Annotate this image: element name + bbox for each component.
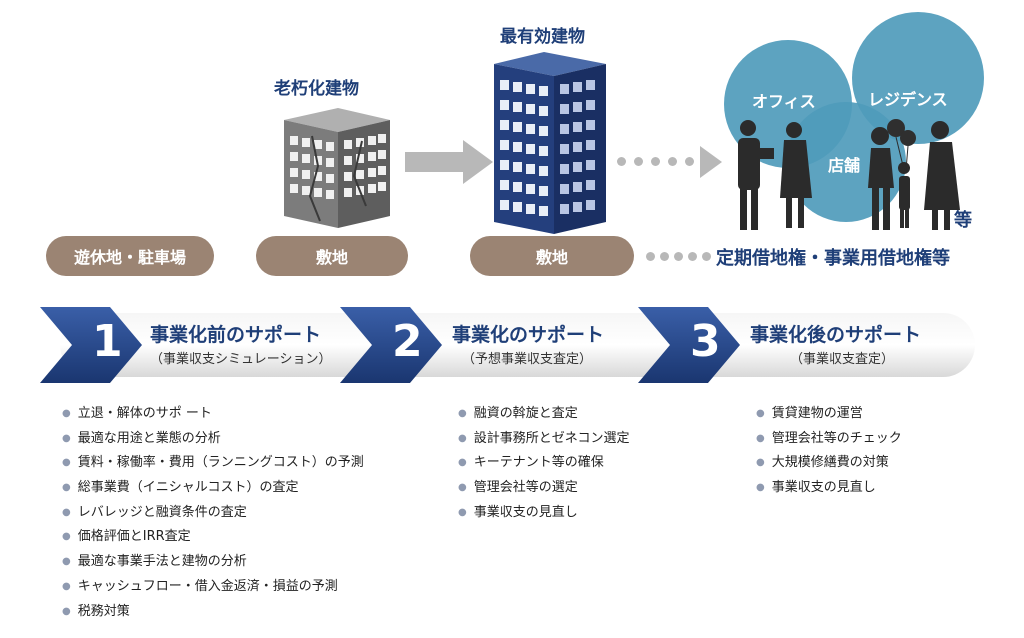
old-building-illustration [284,108,390,228]
vacant-lot-pill: 遊休地・駐車場 [46,236,214,276]
list-item: キャッシュフロー・借入金返済・損益の予測 [62,575,364,600]
list-item: 融資の斡旋と査定 [458,402,629,427]
residence-label: レジデンス [868,90,948,109]
support-list-before: 立退・解体のサポ ート 最適な用途と業態の分析 賃料・稼働率・費用（ランニングコ… [62,402,364,624]
step-1-subtitle: （事業収支シミュレーション） [150,352,332,367]
list-item: 税務対策 [62,600,364,625]
list-item: 管理会社等の選定 [458,476,629,501]
dotted-connector-top [617,157,711,166]
list-item: 大規模修繕費の対策 [756,451,902,476]
step-3-subtitle: （事業収支査定） [790,352,895,367]
office-label: オフィス [752,92,816,111]
list-item: 事業収支の見直し [458,501,629,526]
step-2-title: 事業化のサポート [452,324,605,346]
step-3-number: 3 [690,316,721,367]
site-pill-new: 敷地 [470,236,634,276]
list-item: 最適な事業手法と建物の分析 [62,550,364,575]
lease-label: 定期借地権・事業用借地権等 [716,248,950,269]
list-item: 設計事務所とゼネコン選定 [458,427,630,452]
list-item: 立退・解体のサポ ート [62,402,364,427]
shop-label: 店舗 [828,156,861,175]
step-2-number: 2 [392,316,423,367]
list-item: 賃貸建物の運営 [756,402,902,427]
dotted-connector-bottom [646,252,711,261]
chevron-right-icon [700,146,722,178]
support-list-after: 賃貸建物の運営 管理会社等のチェック 大規模修繕費の対策 事業収支の見直し [756,402,902,501]
right-arrow-icon [405,140,493,184]
list-item: レバレッジと融資条件の査定 [62,501,364,526]
people-silhouettes-illustration [738,119,960,230]
support-list-during: 融資の斡旋と査定 設計事務所とゼネコン選定 キーテナント等の確保 管理会社等の選… [458,402,630,526]
list-item: 管理会社等のチェック [756,427,902,452]
step-1-title: 事業化前のサポート [150,324,322,346]
step-1-number: 1 [92,316,123,367]
etc-label: 等 [954,210,972,231]
step-2-subtitle: （予想事業収支査定） [462,352,593,367]
list-item: 賃料・稼働率・費用（ランニングコスト）の予測 [62,451,364,476]
list-item: 最適な用途と業態の分析 [62,427,364,452]
site-pill-old: 敷地 [256,236,408,276]
list-item: 事業収支の見直し [756,476,902,501]
old-building-title: 老朽化建物 [274,79,359,99]
list-item: 総事業費（イニシャルコスト）の査定 [62,476,364,501]
list-item: 価格評価とIRR査定 [62,525,364,550]
list-item: キーテナント等の確保 [458,451,629,476]
best-building-illustration [494,52,606,234]
steps-band [40,307,975,383]
best-building-title: 最有効建物 [500,27,585,47]
step-3-title: 事業化後のサポート [750,324,922,346]
